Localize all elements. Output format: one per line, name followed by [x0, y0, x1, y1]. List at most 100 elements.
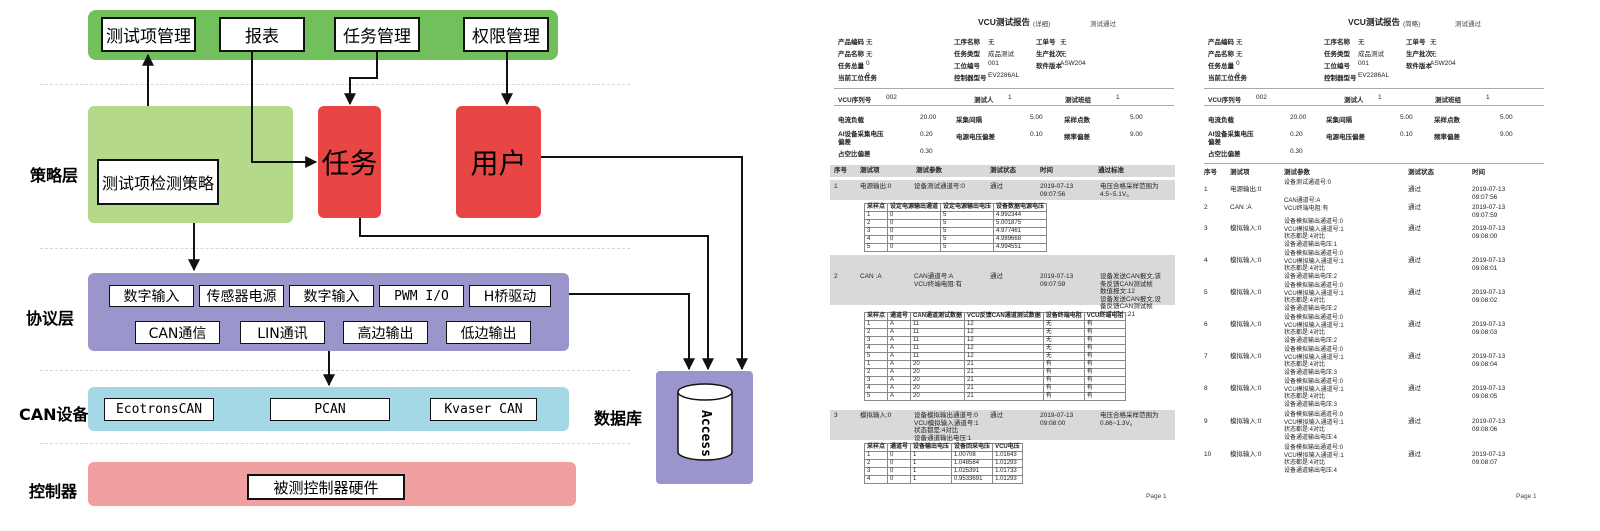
permission-management-box: 权限管理	[463, 17, 549, 52]
sub-table-header: 设备输出电压	[910, 443, 953, 452]
sub-table-header: VCU电压	[992, 443, 1023, 452]
info-value: 无	[866, 51, 873, 58]
tester-label: 测试人	[974, 97, 994, 104]
sub-table-header: VCU反馈CAN通道测试数据	[964, 312, 1044, 321]
report-title: VCU测试报告	[1348, 17, 1400, 27]
protocol-high-side-output: 高边输出	[343, 321, 428, 344]
sub-table-header: 采样点	[863, 443, 889, 452]
sub-table-cell: 1.01293	[992, 459, 1023, 468]
sub-table-cell: A	[887, 384, 912, 393]
sub-table-header: 采样点	[863, 203, 889, 212]
sub-table-cell: 11	[910, 320, 966, 329]
table-header-cell: 测试参数	[916, 167, 942, 174]
table-cell: 10	[1204, 451, 1212, 458]
sub-table-cell: 1.01293	[992, 475, 1023, 484]
protocol-layer-label: 协议层	[26, 309, 75, 328]
sub-table-cell: 20	[910, 384, 966, 393]
sub-table-cell: 有	[1042, 384, 1085, 393]
info-label: 工单号	[1036, 39, 1056, 46]
table-cell: 2019-07-13 09:08:04	[1472, 353, 1506, 368]
sub-table-cell: 4.977461	[993, 227, 1048, 236]
param-value: 0.30	[1290, 148, 1303, 155]
access-database-icon	[677, 383, 733, 461]
table-cell: 通过	[1408, 385, 1421, 392]
table-cell: 模拟输入:0	[860, 412, 892, 419]
table-cell: 2	[834, 273, 838, 280]
table-cell: 2019-07-13 09:08:00	[1040, 412, 1074, 427]
sub-table-cell: 2	[863, 328, 889, 337]
table-cell: 模拟输入:0	[1230, 418, 1262, 425]
info-label: 产品编码	[1208, 39, 1234, 46]
sub-table-cell: 1	[910, 467, 953, 476]
sub-table-cell: 0.9533691	[951, 475, 994, 484]
sub-table-cell: 1.01643	[992, 451, 1023, 460]
table-cell: 2	[1204, 204, 1208, 211]
protocol-sensor-power: 传感器电源	[199, 285, 284, 307]
table-cell: 电压合格采样范围为 4.5~5.1V。	[1100, 183, 1159, 198]
table-cell: 通过	[1408, 418, 1421, 425]
protocol-can-comm: CAN通信	[135, 321, 220, 344]
sub-table-cell: 3	[863, 336, 889, 345]
param-value: 20.00	[920, 114, 937, 121]
sub-table-header: 通道号	[887, 312, 912, 321]
table-header-cell: 序号	[834, 167, 847, 174]
param-label: 占空比偏差	[838, 151, 871, 158]
info-value: 0	[866, 60, 870, 67]
table-cell: 1	[834, 183, 838, 190]
sub-table-cell: A	[887, 360, 912, 369]
sub-table-cell: 0	[887, 451, 912, 460]
sub-table-cell: 5	[863, 352, 889, 361]
info-value: 无	[1060, 51, 1067, 58]
sub-table-cell: 0	[887, 459, 912, 468]
table-cell: 通过	[1408, 186, 1421, 193]
param-label: 电源电压偏差	[1326, 134, 1365, 141]
param-label: 采样点数	[1064, 117, 1090, 124]
report-title: VCU测试报告	[978, 17, 1030, 27]
table-cell: CAN :A	[860, 273, 882, 280]
table-cell: 模拟输入:0	[1230, 289, 1262, 296]
serial-value: 002	[886, 94, 897, 101]
sub-table-cell: 有	[1042, 376, 1085, 385]
sub-table-cell: 3	[863, 467, 889, 476]
sub-table-cell: 21	[964, 384, 1044, 393]
info-value: 无	[1430, 51, 1437, 58]
info-label: 当前工位任务	[838, 75, 877, 82]
sub-table-cell: 4	[863, 475, 889, 484]
sub-table-cell: 11	[910, 336, 966, 345]
table-cell: 2019-07-13 09:08:00	[1472, 225, 1506, 240]
info-label: 工位编号	[954, 63, 980, 70]
table-cell: CAN :A	[1230, 204, 1252, 211]
table-cell: 模拟输入:0	[1230, 321, 1262, 328]
layer-separator	[40, 248, 630, 249]
table-cell: 模拟输入:0	[1230, 385, 1262, 392]
sub-table-cell: 12	[964, 336, 1044, 345]
sub-table-cell: 有	[1083, 336, 1127, 345]
protocol-pwm-io: PWM I/O	[379, 285, 464, 307]
sub-table-cell: 4.989668	[993, 235, 1048, 244]
table-cell: 通过	[1408, 204, 1421, 211]
sub-table-cell: 5.001875	[993, 219, 1048, 228]
table-cell: CAN通道号:A VCU终端电阻:有	[914, 273, 963, 288]
sub-table-cell: 无	[1042, 320, 1085, 329]
report-status: 测试通过	[1455, 21, 1481, 28]
info-label: 当前工位任务	[1208, 75, 1247, 82]
info-label: 生产批次	[1406, 51, 1432, 58]
table-cell: 设备测试通道号:0	[1284, 180, 1332, 186]
table-cell: 设备模拟输出通道号:0 VCU模拟输入通道号:1 状态都是:4对比 设备通道输出…	[1284, 283, 1344, 312]
table-cell: 通过	[1408, 225, 1421, 232]
sub-table-cell: 0	[887, 235, 942, 244]
sub-table-cell: 11	[910, 352, 966, 361]
table-header-cell: 测试项	[1230, 169, 1250, 176]
detailed-report: VCU测试报告 (详细) 测试通过 产品编码无工序名称无工单号无产品名称无任务类…	[830, 8, 1175, 503]
table-cell: 设备模拟输出通道号:0 VCU模拟输入通道号:1 状态都是:4对比 设备通道输出…	[1284, 347, 1344, 376]
sub-table-header: 设定电源输出通道	[887, 203, 942, 212]
table-cell: 通过	[990, 412, 1003, 419]
sub-table-cell: A	[887, 368, 912, 377]
info-value: 成品测试	[988, 51, 1014, 58]
sub-table-cell: 0	[887, 467, 912, 476]
